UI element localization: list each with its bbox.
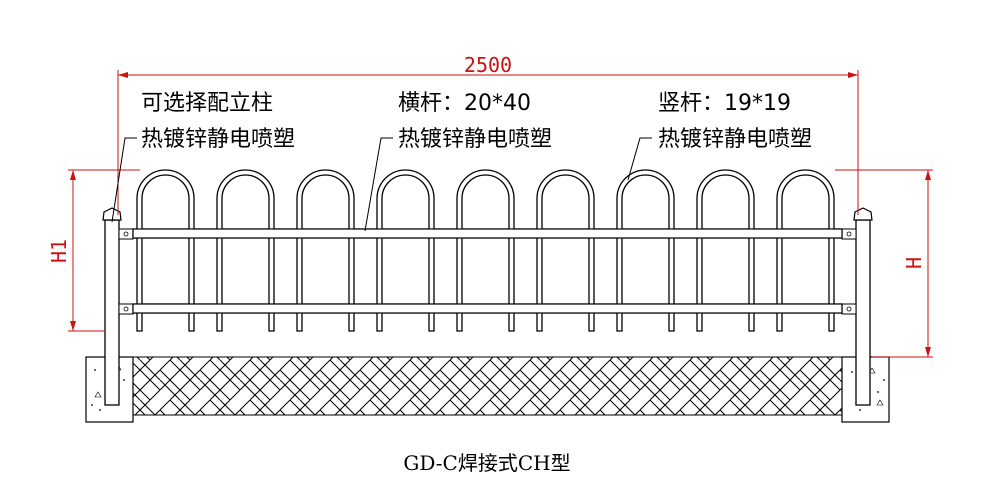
picket-note-line1: 竖杆：19*19 xyxy=(658,91,791,116)
paving-hatch xyxy=(132,356,843,416)
picket-leader xyxy=(627,137,652,181)
hairpin-picket xyxy=(376,169,435,332)
rail-note-line2: 热镀锌静电喷塑 xyxy=(398,127,552,152)
hairpin-pickets xyxy=(136,169,835,332)
ground xyxy=(85,356,890,423)
post-note-line1: 可选择配立柱 xyxy=(141,91,273,116)
post-left xyxy=(102,207,134,406)
post-right xyxy=(841,207,873,406)
hairpin-picket xyxy=(456,169,515,332)
rail-upper-front xyxy=(132,228,843,239)
leader-lines xyxy=(111,137,652,232)
hairpin-picket xyxy=(216,169,275,332)
post-bracket-upper-right xyxy=(841,228,857,240)
post-leader xyxy=(111,137,137,223)
rail-leader xyxy=(364,137,393,232)
dimension-lines xyxy=(68,70,933,358)
post-bracket-lower-left xyxy=(118,303,134,315)
post-note-line2: 热镀锌静电喷塑 xyxy=(141,127,295,152)
h-dimension-label: H xyxy=(902,257,926,269)
hairpin-picket xyxy=(536,169,595,332)
rail-note-line1: 横杆：20*40 xyxy=(398,91,531,116)
rail-lower-front xyxy=(132,303,843,314)
hairpin-picket xyxy=(136,169,195,332)
post-bracket-upper-left xyxy=(118,228,134,240)
h1-dimension-label: H1 xyxy=(47,239,71,263)
width-dimension-label: 2500 xyxy=(464,53,512,77)
picket-note-line2: 热镀锌静电喷塑 xyxy=(658,127,812,152)
hairpin-picket xyxy=(296,169,355,332)
drawing-caption: GD-C焊接式CH型 xyxy=(403,451,570,475)
hairpin-picket xyxy=(776,169,835,332)
post-bracket-lower-right xyxy=(841,303,857,315)
horizontal-rails xyxy=(132,228,843,314)
hairpin-picket xyxy=(696,169,755,332)
